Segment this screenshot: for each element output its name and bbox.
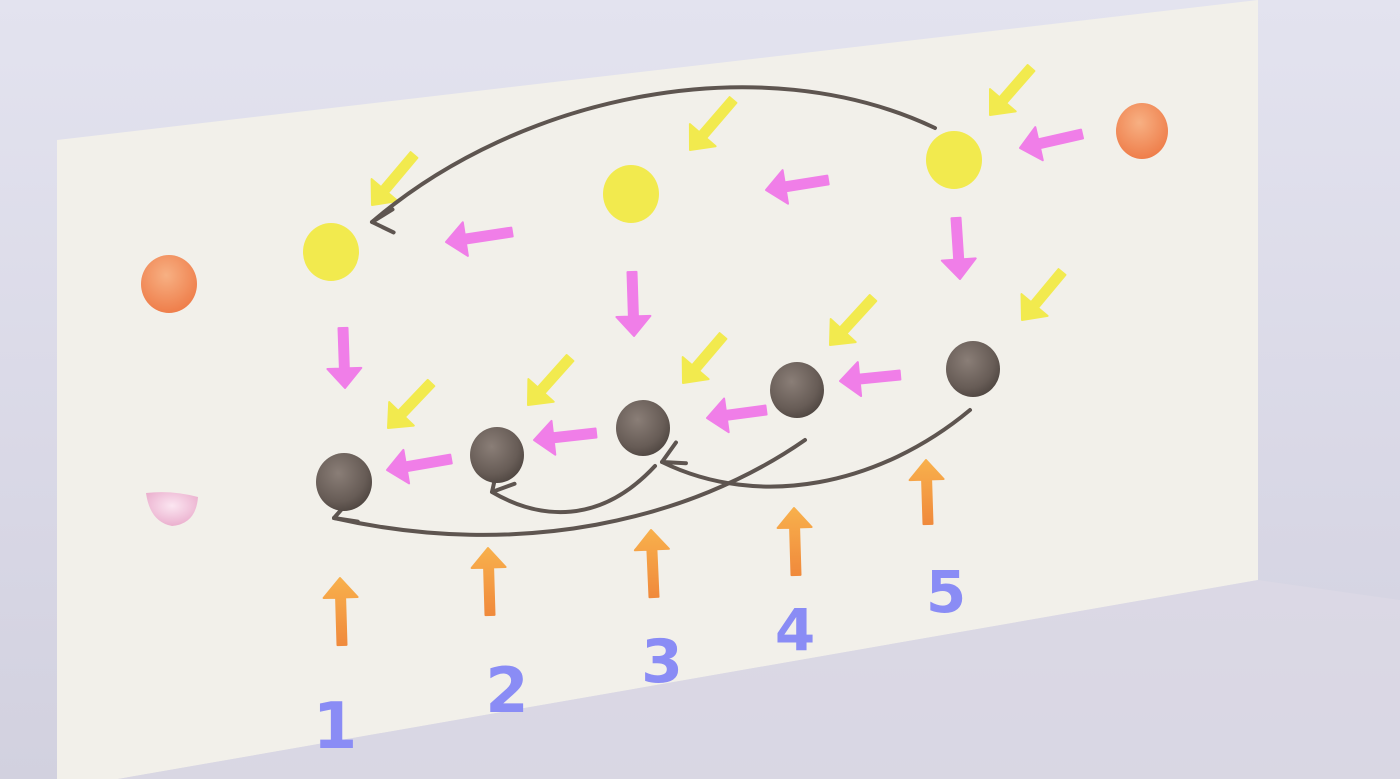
yellow-node-1 [303,223,359,281]
curve-5-to-1-top-head [370,207,396,235]
yellow-arrow [370,151,419,206]
labels-layer: 1 2 3 4 5 [313,558,966,764]
curve-5-to-1-top [370,85,937,224]
orange-arrow [470,547,507,617]
yellow-arrow [527,354,575,406]
yellow-node-3 [926,131,982,189]
yellow-arrow [681,332,728,384]
magenta-arrow [940,216,977,280]
column-label-2: 2 [485,654,528,727]
curve-3-to-2 [490,464,657,515]
magenta-arrow [615,270,652,337]
board-reflection [118,580,1400,779]
dark-node-2 [470,427,524,483]
orange-ball-left [141,255,197,313]
magenta-arrow [445,221,514,257]
yellow-arrow [387,378,436,429]
magenta-arrow [386,448,453,485]
column-label-4: 4 [775,596,815,664]
magenta-arrow [765,169,830,205]
column-label-1: 1 [313,690,358,764]
arrows-layer [322,64,1084,647]
magenta-arrow [1019,126,1084,162]
curve-5-to-3 [660,408,972,489]
board-panel [57,0,1258,779]
dark-node-1 [316,453,372,511]
curves-layer [332,85,972,537]
orange-arrow [908,459,945,526]
dark-node-4 [770,362,824,418]
orange-arrow [633,529,670,599]
magenta-arrow [839,361,902,397]
yellow-arrow [829,294,878,346]
orange-ball-right [1116,103,1168,159]
nodes-layer [303,131,1000,511]
orange-arrow [776,507,813,577]
yellow-arrow [688,96,738,151]
orange-arrow [322,577,359,647]
pink-ball-left [146,492,198,526]
curve-5-to-3-head [660,440,688,466]
magenta-arrow [326,326,363,389]
column-label-5: 5 [926,558,966,626]
magenta-arrow [533,419,598,456]
curve-4-to-1 [332,438,807,537]
column-label-3: 3 [641,627,683,697]
dark-node-5 [946,341,1000,397]
yellow-arrow [989,64,1036,116]
yellow-node-2 [603,165,659,223]
magenta-arrow [706,397,768,434]
dark-node-3 [616,400,670,456]
yellow-arrow [1020,268,1067,321]
